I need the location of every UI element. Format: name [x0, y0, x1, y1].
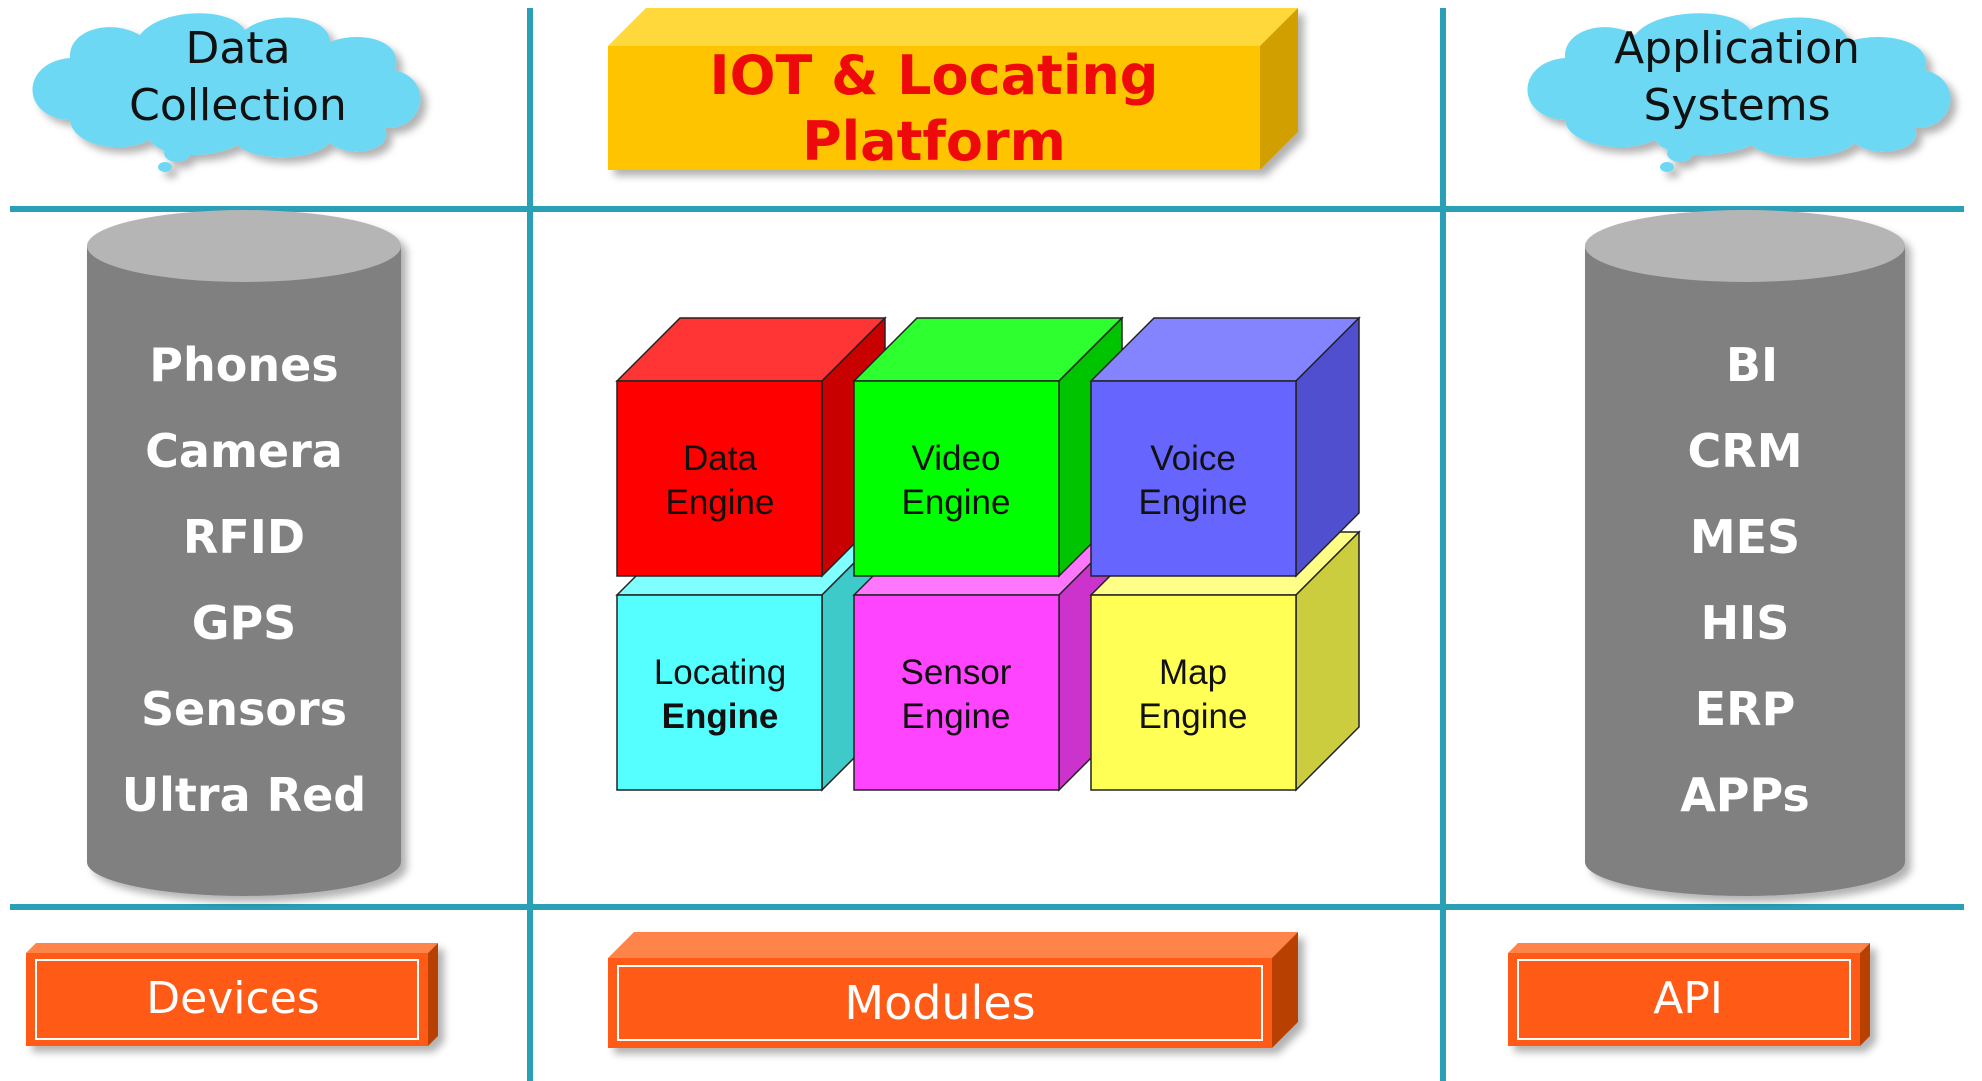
cloud-right-line1: Application: [1614, 23, 1860, 74]
horizontal-divider-bottom: [10, 904, 1964, 910]
devices-label: Devices: [146, 973, 319, 1024]
cylinder-right-item-5: ERP: [1695, 682, 1796, 736]
vertical-divider-right: [1440, 8, 1446, 1081]
engine-locating-label-1: Locating: [654, 653, 786, 692]
engine-voice-label-1: Voice: [1150, 439, 1236, 478]
cylinder-left-item-3: RFID: [183, 510, 305, 564]
cylinder-right-item-6: APPs: [1680, 768, 1810, 822]
cloud-application-systems: [1527, 13, 1951, 172]
devices-box: [26, 943, 438, 1046]
cylinder-right-item-2: CRM: [1688, 424, 1803, 478]
engine-cube-video: [852, 316, 1124, 578]
engine-cube-voice: [1089, 316, 1361, 578]
engine-sensor-label-1: Sensor: [901, 653, 1012, 692]
cylinder-left-item-6: Ultra Red: [122, 768, 366, 822]
engine-video-label-1: Video: [912, 439, 1001, 478]
cloud-left-line1: Data: [185, 23, 290, 74]
banner-title-line1: IOT & Locating: [710, 44, 1159, 107]
engine-locating-label-2: Engine: [662, 697, 779, 736]
cloud-right-line2: Systems: [1644, 80, 1831, 131]
cylinder-left-item-1: Phones: [149, 338, 338, 392]
engine-data-label-2: Engine: [666, 483, 775, 522]
banner-title-line2: Platform: [802, 110, 1066, 173]
cylinder-applications: [1585, 210, 1905, 896]
engine-data-label-1: Data: [683, 439, 757, 478]
cylinder-left-item-2: Camera: [145, 424, 343, 478]
modules-box: [608, 932, 1298, 1048]
cylinder-left-item-4: GPS: [192, 596, 297, 650]
engine-map-label-2: Engine: [1139, 697, 1248, 736]
api-label: API: [1653, 973, 1723, 1024]
engine-video-label-2: Engine: [902, 483, 1011, 522]
api-box: [1508, 943, 1870, 1046]
cylinder-right-item-3: MES: [1690, 510, 1800, 564]
cylinder-right-item-4: HIS: [1701, 596, 1790, 650]
engine-map-label-1: Map: [1159, 653, 1227, 692]
cylinder-left-item-5: Sensors: [141, 682, 347, 736]
cloud-left-line2: Collection: [129, 80, 347, 131]
modules-label: Modules: [844, 976, 1035, 1030]
cloud-data-collection: [32, 13, 421, 172]
engine-voice-label-2: Engine: [1139, 483, 1248, 522]
cylinder-right-item-1: BI: [1726, 338, 1778, 392]
engine-sensor-label-2: Engine: [902, 697, 1011, 736]
platform-banner: [608, 8, 1298, 170]
vertical-divider-left: [527, 8, 533, 1081]
horizontal-divider-top: [10, 206, 1964, 212]
cylinder-devices: [87, 210, 401, 896]
